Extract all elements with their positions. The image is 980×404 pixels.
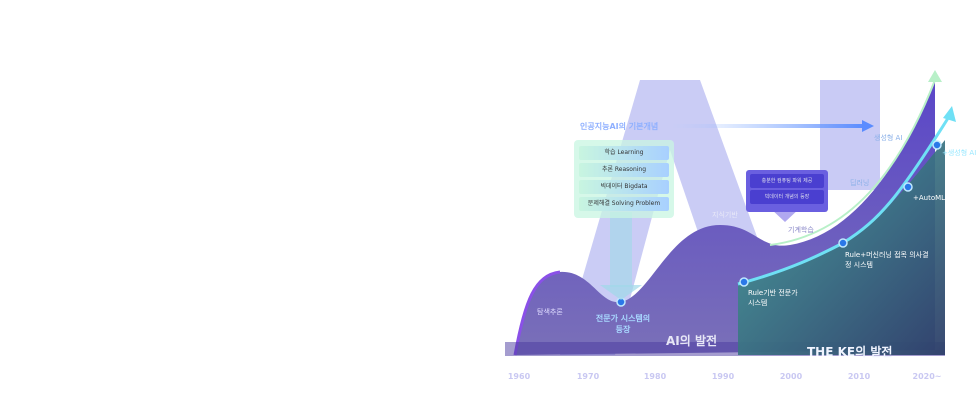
- year-label: 2020~: [912, 372, 942, 381]
- year-label: 1970: [576, 372, 600, 381]
- concept-item: 학습 Learning: [579, 146, 669, 160]
- ke-stage-3: +AutoML: [913, 194, 946, 202]
- stage-ml: 기계학습: [788, 226, 814, 234]
- ai-growth-line: [769, 79, 936, 246]
- ke-label: THE KE의 발전: [807, 345, 893, 359]
- concepts-title: 인공지능AI의 기본개념: [580, 122, 659, 131]
- ke-dot-1: [739, 277, 749, 287]
- ke-stage-1: Rule기반 전문가 시스템: [748, 289, 798, 307]
- milestone-label: 전문가 시스템의 등장: [595, 314, 651, 334]
- year-label: 1980: [643, 372, 667, 381]
- year-label: 2000: [779, 372, 803, 381]
- driver-item: 충분한 컴퓨팅 파워 제공: [750, 174, 824, 188]
- driver-item: 빅데이터 개념의 등장: [750, 190, 824, 204]
- year-label: 1960: [507, 372, 531, 381]
- ke-dot-3: [903, 182, 913, 192]
- year-label: 1990: [711, 372, 735, 381]
- concepts-box: 학습 Learning 추론 Reasoning 빅데이터 Bigdata 문제…: [574, 140, 674, 218]
- concept-item: 문제해결 Solving Problem: [579, 197, 669, 211]
- ke-dot-4: [932, 140, 942, 150]
- stage-search: 탐색추론: [537, 308, 563, 316]
- concept-item: 빅데이터 Bigdata: [579, 180, 669, 194]
- ke-stage-4: +생성형 AI: [942, 149, 977, 157]
- concept-arrow-line: [670, 124, 865, 128]
- drivers-box: 충분한 컴퓨팅 파워 제공 빅데이터 개념의 등장: [746, 170, 828, 212]
- stage-genai: 생성형 AI: [874, 134, 903, 142]
- concept-item: 추론 Reasoning: [579, 163, 669, 177]
- ke-stage-2: Rule+머신러닝 접목 의사결정 시스템: [845, 251, 929, 269]
- year-label: 2010: [847, 372, 871, 381]
- stage-knowledge: 지식기반: [712, 211, 738, 219]
- stage-dl: 딥러닝: [850, 179, 870, 187]
- ke-dot-2: [838, 238, 848, 248]
- ai-label: AI의 발전: [666, 334, 718, 348]
